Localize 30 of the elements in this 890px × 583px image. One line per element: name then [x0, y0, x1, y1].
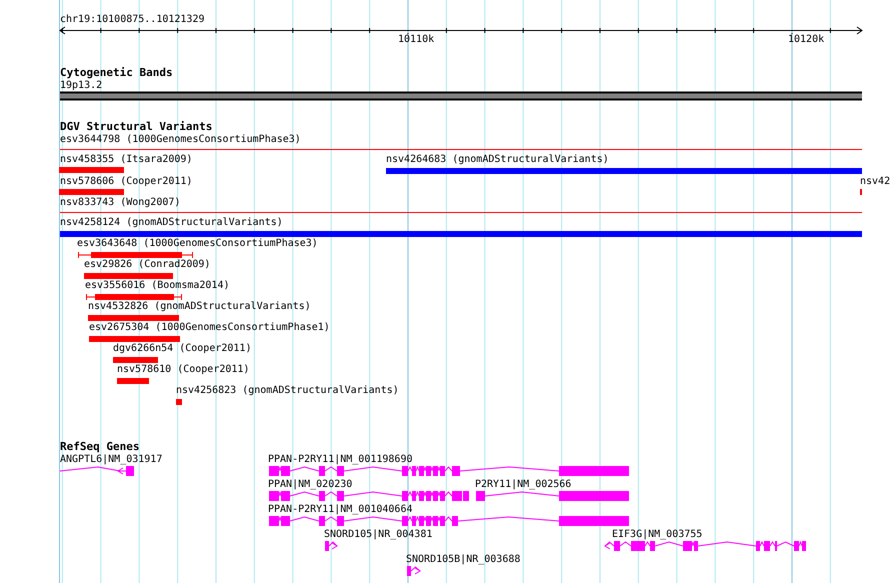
feature-label: nsv578610 (Cooper2011) [117, 364, 250, 376]
gene-label: EIF3G|NM_003755 [612, 529, 702, 541]
gene-label: ANGPTL6|NM_031917 [60, 454, 162, 466]
feature-label: nsv4258124 (gnomADStructuralVariants) [60, 217, 283, 229]
feature-label: nsv578606 (Cooper2011) [60, 176, 192, 188]
track-title: DGV Structural Variants [60, 121, 212, 133]
tick-label: 10120k [788, 34, 824, 46]
band-label: 19p13.2 [60, 80, 102, 92]
feature-label: esv29826 (Conrad2009) [84, 259, 210, 271]
feature-label: nsv4256823 (gnomADStructuralVariants) [176, 385, 399, 397]
coordinate-label: chr19:10100875..10121329 [60, 14, 204, 26]
track-title: Cytogenetic Bands [60, 67, 173, 79]
feature-label: nsv833743 (Wong2007) [60, 197, 180, 209]
gene-label: P2RY11|NM_002566 [475, 479, 572, 491]
feature-label: nsv4532826 (gnomADStructuralVariants) [88, 301, 311, 313]
feature-label: esv3556016 (Boomsma2014) [85, 280, 230, 292]
feature-label: esv2675304 (1000GenomesConsortiumPhase1) [89, 322, 330, 334]
track-title: RefSeq Genes [60, 441, 140, 453]
feature-label: nsv458355 (Itsara2009) [60, 154, 192, 166]
feature-label: nsv4264683 (gnomADStructuralVariants) [386, 154, 609, 166]
feature-label: dgv6266n54 (Cooper2011) [113, 343, 252, 355]
gene-label: PPAN|NM_020230 [268, 479, 352, 491]
feature-label: esv3643648 (1000GenomesConsortiumPhase3) [77, 238, 318, 250]
gene-label: PPAN-P2RY11|NM_001040664 [268, 504, 412, 516]
gene-label: PPAN-P2RY11|NM_001198690 [268, 454, 412, 466]
feature-label: nsv42 [860, 176, 890, 188]
feature-label: esv3644798 (1000GenomesConsortiumPhase3) [60, 134, 301, 146]
gene-label: SNORD105|NR_004381 [324, 529, 432, 541]
tick-label: 10110k [398, 34, 434, 46]
gene-label: SNORD105B|NR_003688 [406, 554, 520, 566]
